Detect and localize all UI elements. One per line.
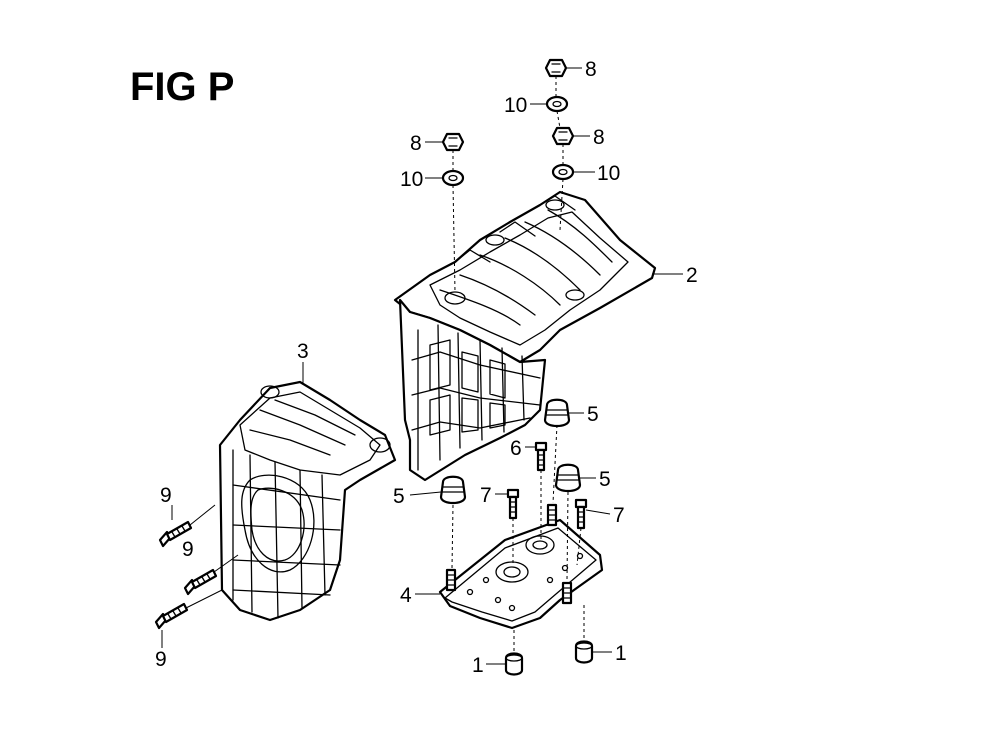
part-7-screw-right bbox=[574, 498, 588, 530]
figure-title: FIG P bbox=[130, 65, 234, 109]
callout-8-left: 8 bbox=[410, 132, 422, 155]
callout-5-upper: 5 bbox=[587, 403, 599, 426]
callout-9-bottom: 9 bbox=[155, 648, 167, 671]
callout-10-left: 10 bbox=[400, 168, 423, 191]
part-9-bolt-top bbox=[158, 520, 193, 548]
part-3-left-bracket bbox=[218, 380, 397, 622]
callout-3: 3 bbox=[297, 340, 309, 363]
part-10-washer-right bbox=[551, 163, 575, 181]
part-2-upper-bracket bbox=[393, 190, 657, 482]
callout-2: 2 bbox=[686, 264, 698, 287]
callout-8-top: 8 bbox=[585, 58, 597, 81]
callout-1-right: 1 bbox=[615, 642, 627, 665]
part-5-mount-right bbox=[554, 463, 582, 493]
part-1-foot-left bbox=[504, 652, 524, 676]
callout-10-top: 10 bbox=[504, 94, 527, 117]
callout-7-left: 7 bbox=[480, 484, 492, 507]
part-1-foot-right bbox=[574, 640, 594, 664]
callout-5-left: 5 bbox=[393, 485, 405, 508]
callout-4: 4 bbox=[400, 584, 412, 607]
callout-9-middle: 9 bbox=[182, 538, 194, 561]
callout-labels: 8 10 8 10 8 10 2 3 5 6 5 5 7 7 4 1 1 9 9… bbox=[155, 58, 698, 677]
part-5-mount-left bbox=[439, 475, 467, 505]
callout-1-left: 1 bbox=[472, 654, 484, 677]
part-8-nut-left bbox=[441, 132, 465, 152]
part-9-bolt-middle bbox=[183, 568, 218, 596]
part-5-mount-upper bbox=[543, 398, 571, 428]
callout-6: 6 bbox=[510, 437, 522, 460]
part-10-washer-left bbox=[441, 169, 465, 187]
part-8-nut-right bbox=[551, 126, 575, 146]
part-8-nut-top bbox=[544, 58, 568, 78]
part-7-screw-left bbox=[506, 488, 520, 520]
callout-10-right: 10 bbox=[597, 162, 620, 185]
callout-8-right: 8 bbox=[593, 126, 605, 149]
part-4-base-plate bbox=[438, 503, 604, 630]
part-10-washer-top bbox=[545, 95, 569, 113]
callout-9-top: 9 bbox=[160, 484, 172, 507]
leader-lines bbox=[161, 67, 683, 665]
callout-5-right: 5 bbox=[599, 468, 611, 491]
part-9-bolt-bottom bbox=[154, 602, 189, 630]
callout-7-right: 7 bbox=[613, 504, 625, 527]
part-6-bolt bbox=[534, 441, 548, 472]
